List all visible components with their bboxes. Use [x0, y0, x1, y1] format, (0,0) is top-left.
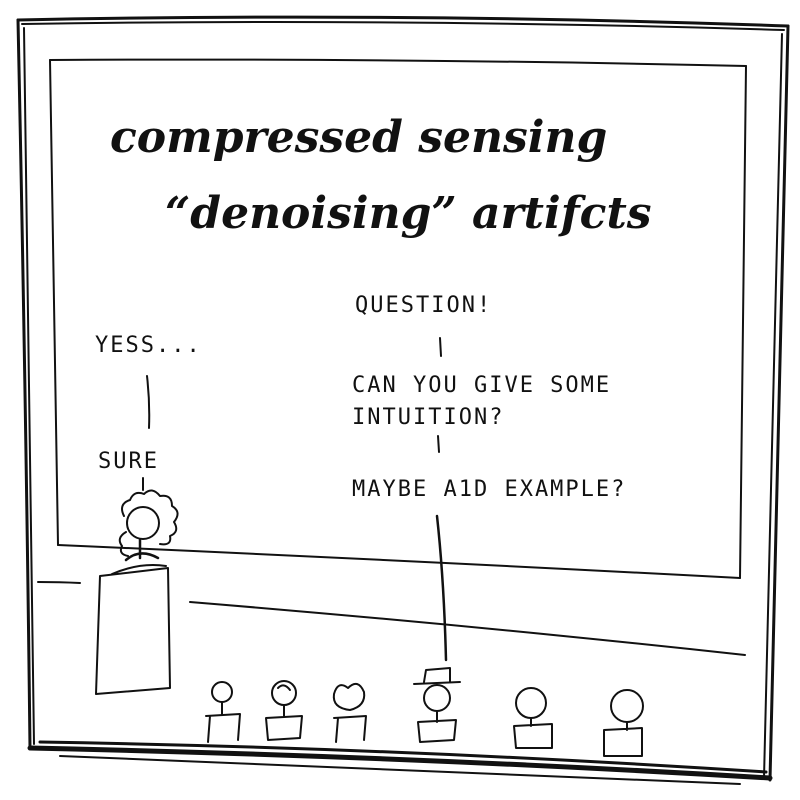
audience-member	[205, 681, 241, 743]
stage-lines	[37, 581, 746, 656]
audience-member-asking	[413, 667, 461, 743]
audience-member	[332, 682, 367, 743]
speaker-reply-yess: YESS...	[95, 333, 202, 358]
audience-member	[513, 687, 553, 749]
speech-tail	[439, 337, 442, 357]
slide-title-line-1: compressed sensing	[110, 112, 607, 163]
audience-question-2-line-2: INTUITION?	[352, 405, 504, 430]
speech-tail	[146, 375, 151, 429]
projection-screen	[49, 58, 747, 579]
podium	[95, 564, 171, 695]
audience-member	[603, 689, 644, 757]
audience-question-2-line-1: CAN YOU GIVE SOME	[352, 373, 611, 398]
speech-tail	[437, 435, 440, 453]
audience-member	[265, 680, 303, 741]
slide-title-line-2: “denoising” artifcts	[165, 188, 652, 239]
speech-tail	[435, 514, 448, 662]
audience-question-1: QUESTION!	[355, 293, 492, 318]
panel-frame	[16, 15, 790, 785]
speaker-reply-sure: SURE	[98, 449, 159, 474]
audience	[205, 667, 644, 757]
speaker-figure	[118, 489, 179, 562]
audience-question-3: MAYBE A1D EXAMPLE?	[352, 477, 626, 502]
